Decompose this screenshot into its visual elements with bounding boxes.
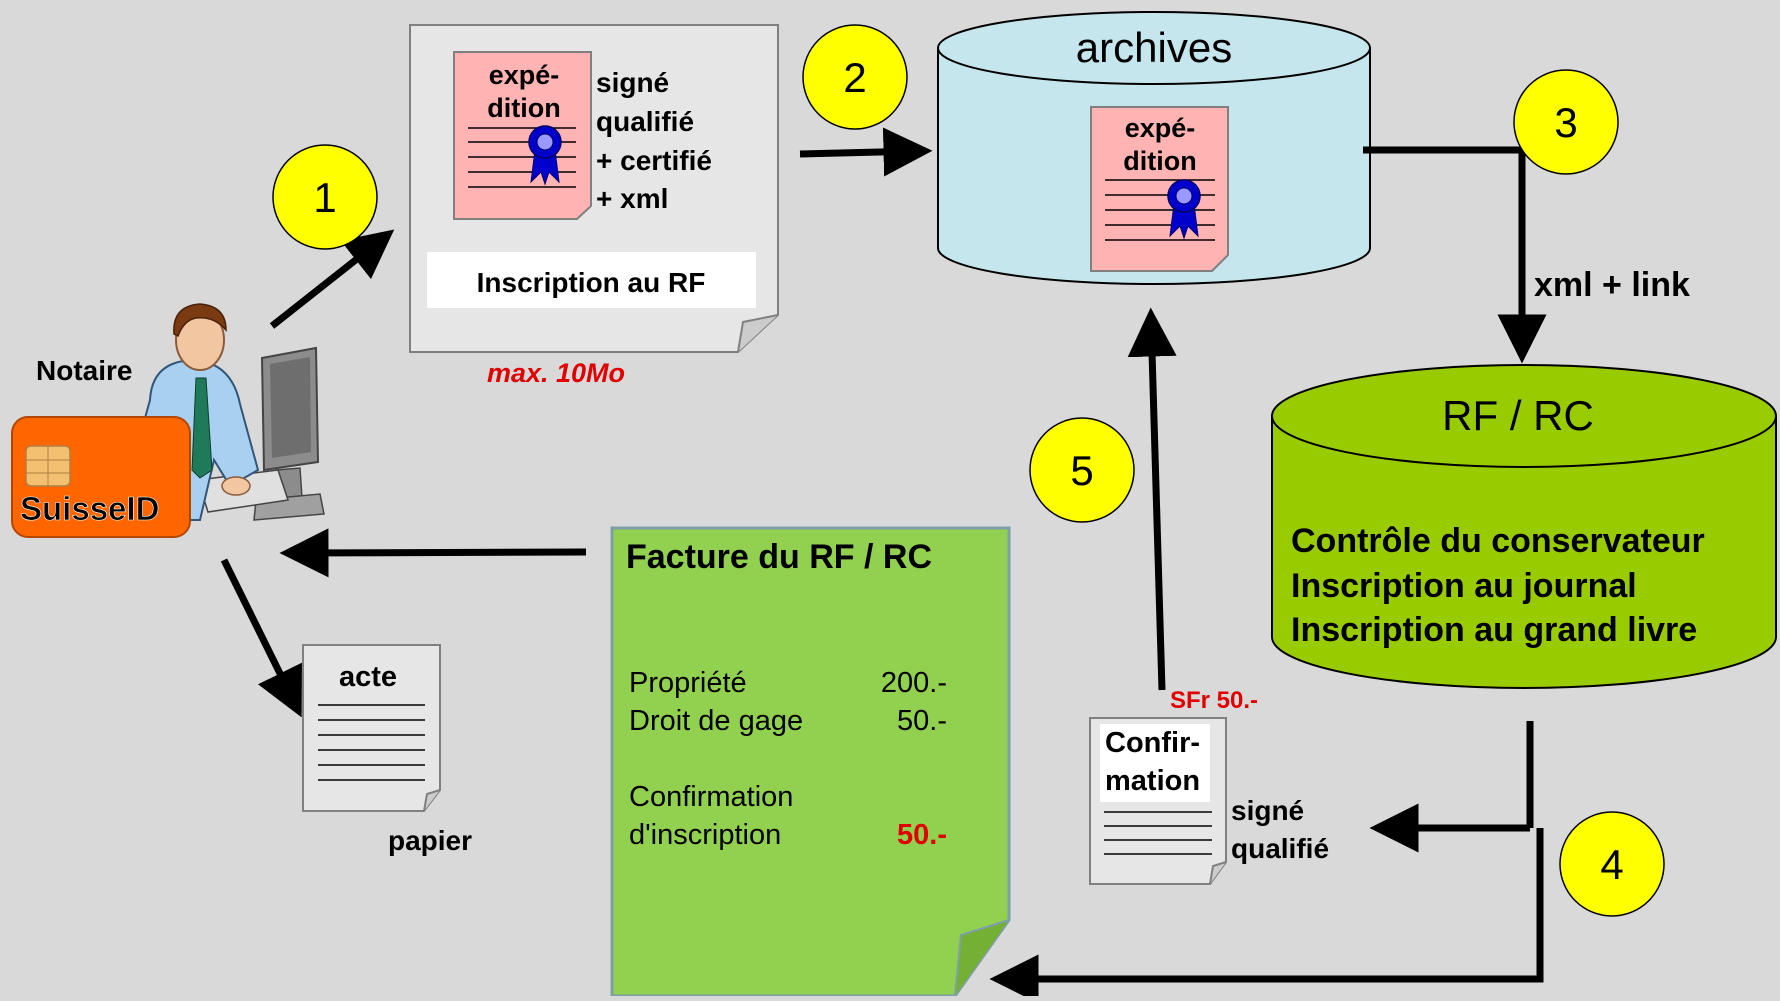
step-5-label: 5 xyxy=(1070,447,1093,494)
stamp-line-1: expé- xyxy=(489,60,560,90)
expedition-stamp: expé- dition xyxy=(453,51,592,220)
archives-stamp: expé- dition xyxy=(1090,106,1229,272)
sig-line-1: signé xyxy=(596,67,669,98)
sig-line-2: qualifié xyxy=(596,106,694,137)
confirmation-title-1: Confir- xyxy=(1105,727,1200,759)
arrow-confirmation-to-archives xyxy=(1127,307,1177,691)
invoice-row-1-amount: 200.- xyxy=(881,667,947,699)
confirmation-sig-2: qualifié xyxy=(1231,833,1329,864)
step-circle-3: 3 xyxy=(1513,69,1619,175)
arrow-invoice-to-notary xyxy=(279,528,587,578)
step-1-label: 1 xyxy=(313,174,336,221)
invoice-document: Facture du RF / RC Propriété 200.- Droit… xyxy=(610,526,1011,998)
confirmation-sig-1: signé xyxy=(1231,795,1304,826)
notary-label: Notaire xyxy=(36,355,132,386)
card-label: SuisseID xyxy=(20,490,159,527)
registry-title: RF / RC xyxy=(1442,392,1594,439)
invoice-row-1-label: Propriété xyxy=(629,667,747,699)
archives-stamp-line-2: dition xyxy=(1123,146,1196,176)
arrow-archives-to-registry xyxy=(1363,146,1547,364)
step-4-label: 4 xyxy=(1600,841,1623,888)
invoice-row-2-amount: 50.- xyxy=(897,705,947,737)
arrow-notary-to-expedition xyxy=(269,229,395,329)
arrow-registry-to-invoice xyxy=(989,828,1544,1001)
confirmation-title-2: mation xyxy=(1105,765,1200,797)
invoice-confirm-amount: 50.- xyxy=(897,819,947,851)
archives-title: archives xyxy=(1076,24,1232,71)
step-2-label: 2 xyxy=(843,54,866,101)
step-circle-1: 1 xyxy=(272,144,378,250)
registry-line-2: Inscription au journal xyxy=(1291,567,1637,605)
step-3-label: 3 xyxy=(1554,99,1577,146)
arrow-notary-to-deed xyxy=(220,558,302,718)
suisseid-card: SuisseID xyxy=(11,416,191,538)
arrow-expedition-to-archives xyxy=(799,127,933,177)
registry-line-3: Inscription au grand livre xyxy=(1291,611,1697,649)
confirmation-document: Confir- mation xyxy=(1089,717,1227,885)
stamp-line-2: dition xyxy=(487,93,560,123)
connectors xyxy=(220,127,1547,1001)
invoice-title: Facture du RF / RC xyxy=(626,538,932,576)
sig-line-4: + xml xyxy=(596,183,668,214)
expedition-document: expé- dition signé qualifié + certifié +… xyxy=(409,24,779,353)
registry-database: RF / RC Contrôle du conservateur Inscrip… xyxy=(1271,364,1777,689)
inscription-label: Inscription au RF xyxy=(477,267,706,298)
step-circle-5: 5 xyxy=(1029,417,1135,523)
xml-link-label: xml + link xyxy=(1534,266,1690,304)
deed-caption: papier xyxy=(388,825,472,856)
archives-database: archives expé- dition xyxy=(937,11,1371,285)
sig-line-3: + certifié xyxy=(596,145,712,176)
inscription-box xyxy=(427,252,756,308)
step-circle-4: 4 xyxy=(1559,811,1665,917)
deed-title: acte xyxy=(339,661,397,693)
confirmation-title-box xyxy=(1100,724,1210,802)
size-note: max. 10Mo xyxy=(487,358,625,388)
confirmation-price: SFr 50.- xyxy=(1170,687,1258,714)
registry-line-1: Contrôle du conservateur xyxy=(1291,522,1705,560)
paper-deed-document: acte xyxy=(302,644,441,812)
invoice-row-2-label: Droit de gage xyxy=(629,705,803,737)
computer-monitor-icon xyxy=(197,346,325,521)
invoice-confirm-line-2: d'inscription xyxy=(629,819,781,851)
invoice-confirm-line-1: Confirmation xyxy=(629,781,793,813)
notary-figure: SuisseID xyxy=(11,303,325,538)
step-circle-2: 2 xyxy=(802,24,908,130)
archives-stamp-line-1: expé- xyxy=(1125,113,1196,143)
